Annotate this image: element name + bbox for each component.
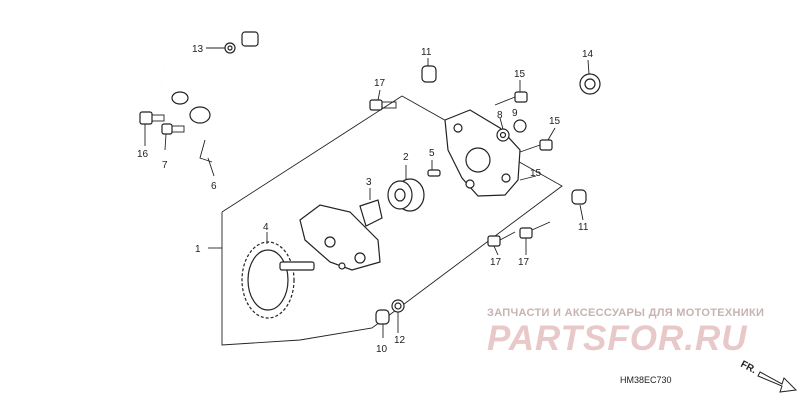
pump-cover xyxy=(444,109,521,197)
leader-lines xyxy=(144,47,590,338)
outer-rotor xyxy=(387,178,425,212)
gasket xyxy=(579,73,601,95)
callout-7: 7 xyxy=(162,160,168,171)
callout-11-top: 11 xyxy=(421,47,432,58)
sealing-washer xyxy=(224,42,236,54)
bolt-7 xyxy=(161,123,185,135)
pin-5 xyxy=(427,169,441,177)
callout-15-low: 15 xyxy=(530,168,542,179)
oil-pipe xyxy=(159,31,259,163)
bolt-17-low-right xyxy=(519,221,551,239)
callout-17-low-left: 17 xyxy=(490,257,502,268)
callout-labels: 13 11 14 17 15 8 9 15 16 7 2 5 15 3 6 11… xyxy=(137,44,594,355)
callout-14: 14 xyxy=(582,49,594,60)
dowel-pin-top xyxy=(421,65,437,83)
dowel-pin-right xyxy=(571,189,587,205)
callout-12: 12 xyxy=(394,335,406,346)
callout-15-mid: 15 xyxy=(549,116,561,127)
callout-17-low-right: 17 xyxy=(518,257,530,268)
callout-9: 9 xyxy=(512,108,518,119)
callout-11-right: 11 xyxy=(578,222,589,233)
washer-12 xyxy=(391,299,405,313)
callout-17-top: 17 xyxy=(374,78,386,89)
front-direction-indicator: FR. xyxy=(739,359,798,393)
callout-10: 10 xyxy=(376,344,388,355)
o-ring-8 xyxy=(496,128,510,142)
watermark: ЗАПЧАСТИ И АКСЕССУАРЫ ДЛЯ МОТОТЕХНИКИ PA… xyxy=(487,307,764,358)
dowel-pin-bottom xyxy=(375,309,390,325)
watermark-tagline: ЗАПЧАСТИ И АКСЕССУАРЫ ДЛЯ МОТОТЕХНИКИ xyxy=(487,307,764,319)
callout-3: 3 xyxy=(366,177,372,188)
callout-16: 16 xyxy=(137,149,149,160)
drive-sprocket xyxy=(241,241,315,319)
bolt-15-mid xyxy=(519,139,553,153)
callout-8: 8 xyxy=(497,110,503,121)
callout-15-top: 15 xyxy=(514,69,526,80)
bolt-17-low xyxy=(487,231,516,247)
pump-body xyxy=(299,204,381,271)
bolt-17-top xyxy=(369,99,397,111)
callout-5: 5 xyxy=(429,148,435,159)
callout-6: 6 xyxy=(211,181,217,192)
watermark-logo: PARTSFOR.RU xyxy=(487,319,748,358)
collar-3 xyxy=(359,199,383,227)
front-label: FR. xyxy=(739,359,759,376)
front-arrow-icon xyxy=(757,371,798,393)
bolt-15-top xyxy=(494,91,528,106)
callout-4: 4 xyxy=(263,222,269,233)
callout-2: 2 xyxy=(403,152,409,163)
bolt-16 xyxy=(139,111,165,125)
diagram-code: HM38EC730 xyxy=(620,375,672,385)
o-ring-9 xyxy=(513,119,527,133)
callout-1: 1 xyxy=(195,244,201,255)
assembly-outline xyxy=(221,95,563,346)
callout-13: 13 xyxy=(192,44,204,55)
